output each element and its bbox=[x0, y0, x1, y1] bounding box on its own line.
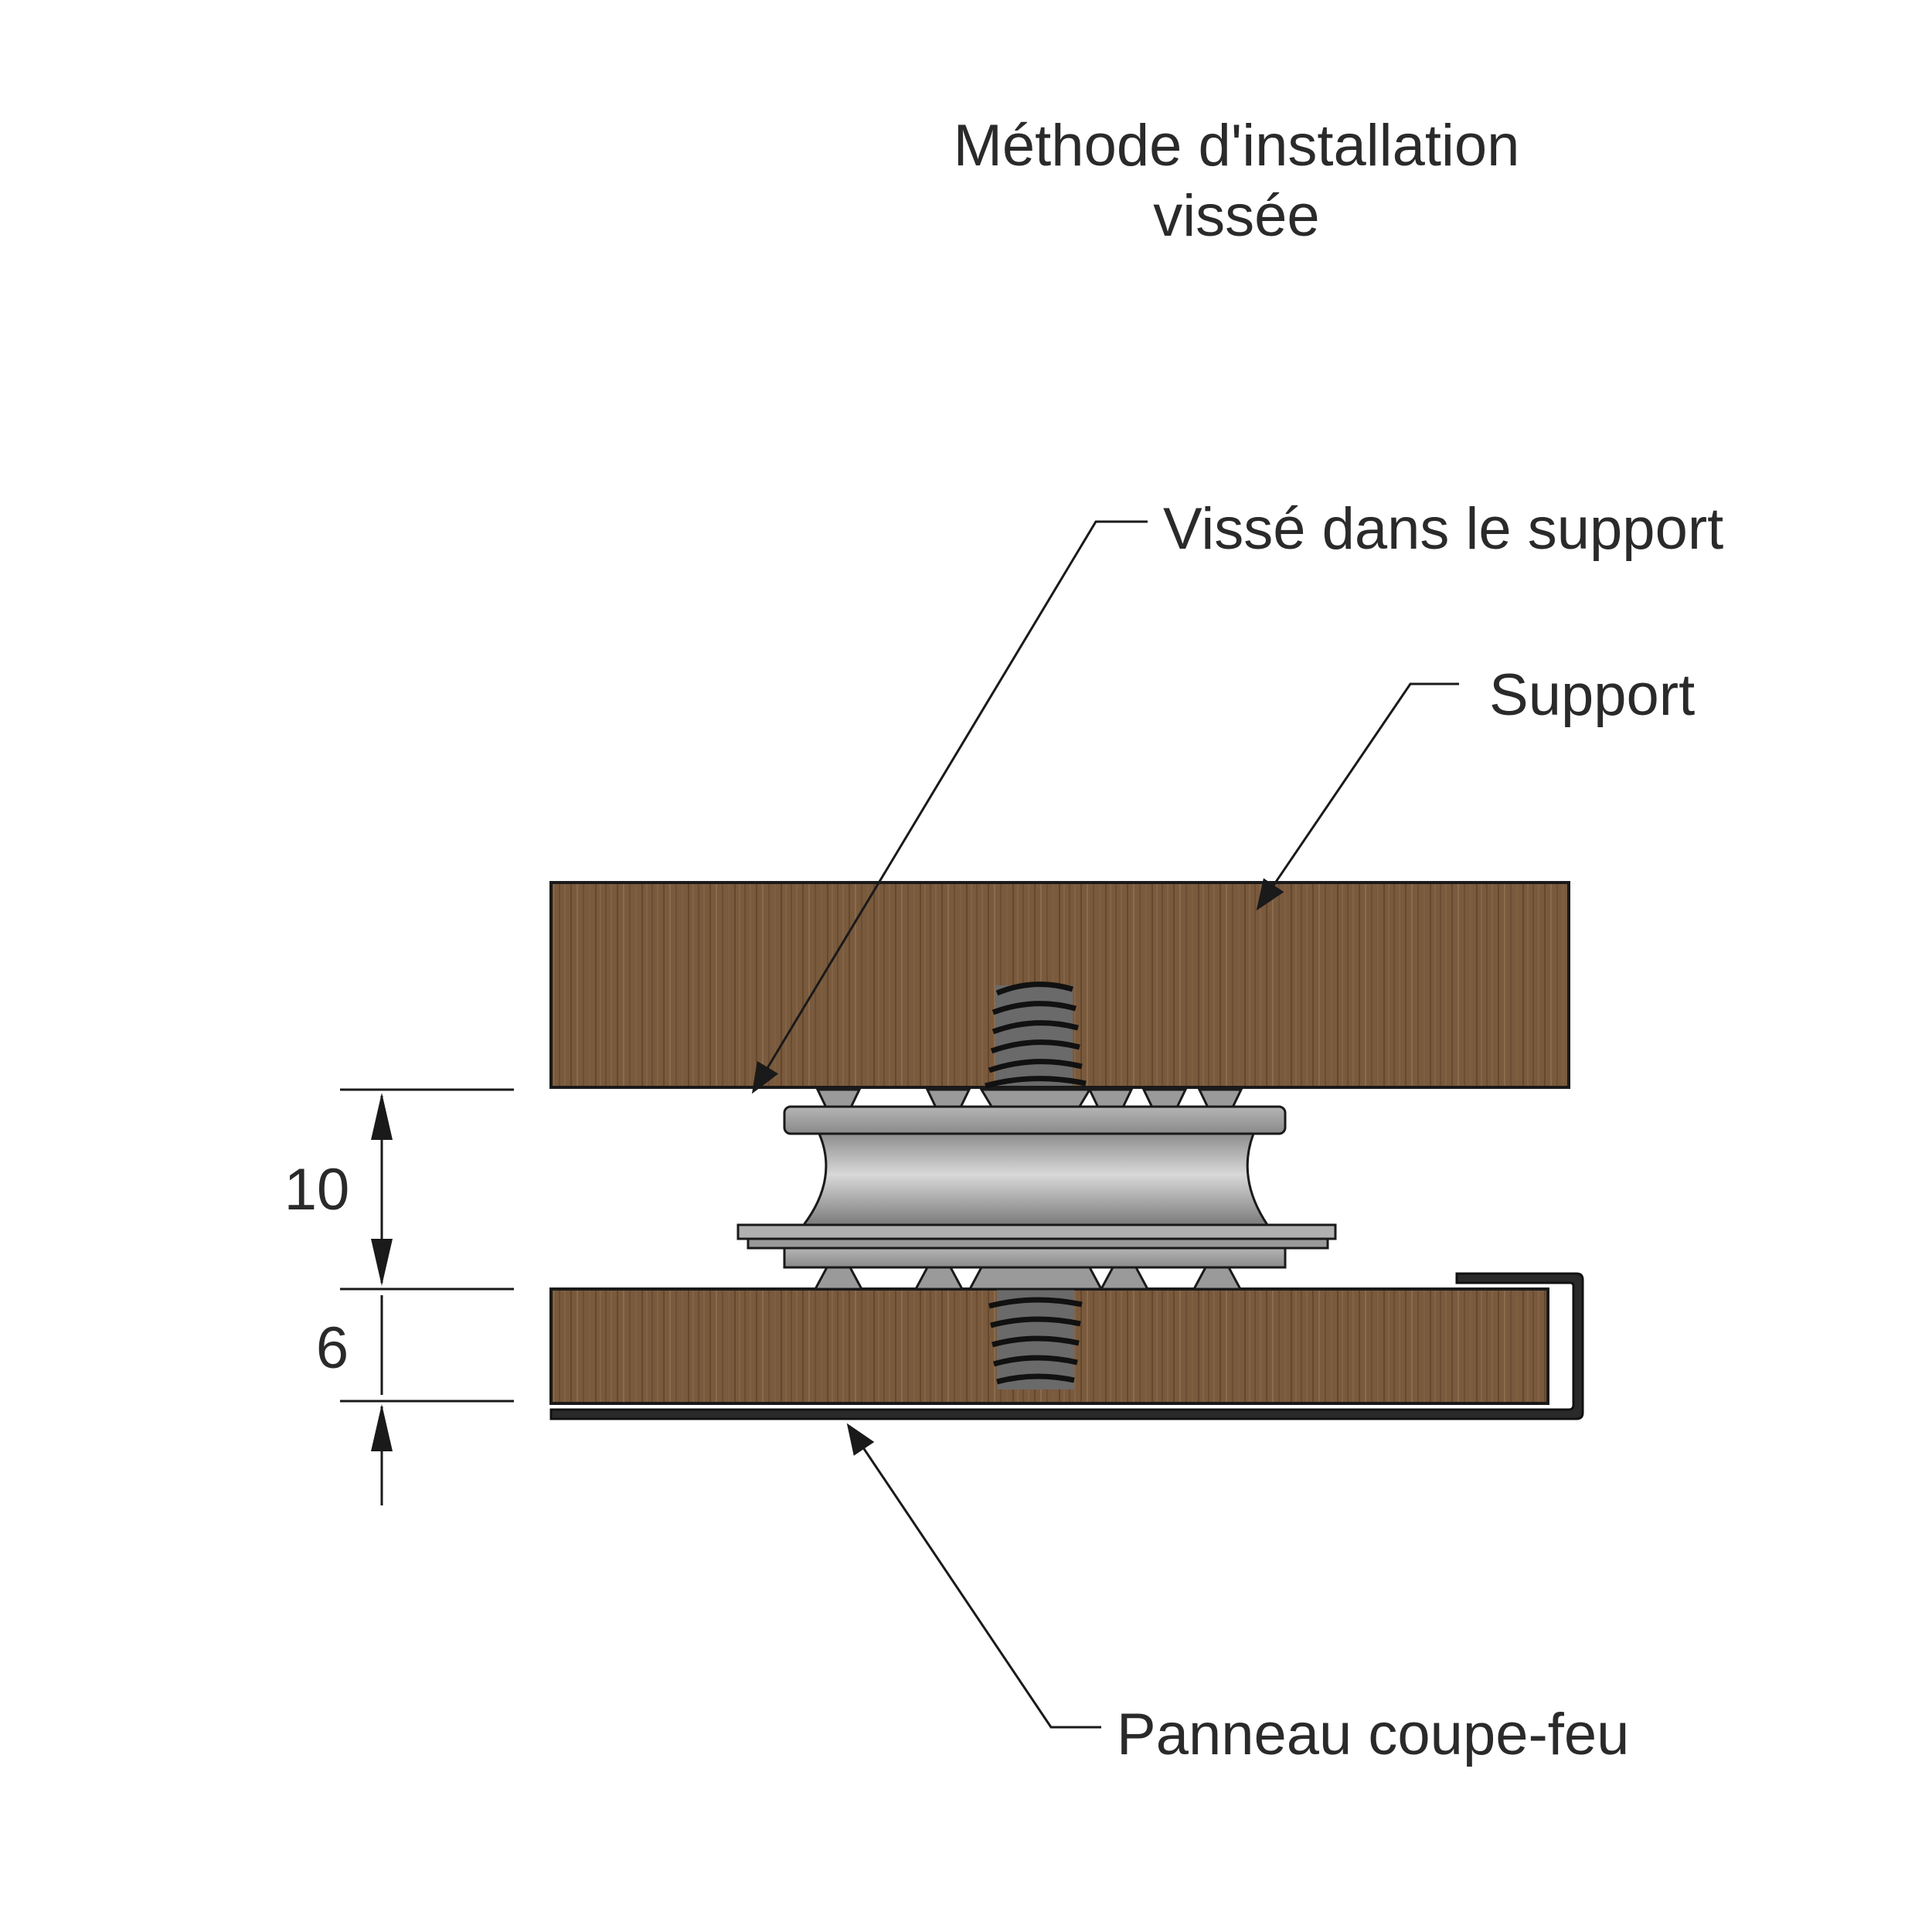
panel-metal-edge bbox=[549, 1272, 1584, 1420]
leader-support bbox=[1256, 682, 1459, 911]
leader-fire-panel bbox=[846, 1423, 1101, 1729]
dimension-lines bbox=[340, 1088, 514, 1505]
leader-screwed bbox=[751, 520, 1148, 1094]
spacer-fixing bbox=[736, 1088, 1337, 1291]
screw-thread-upper bbox=[985, 981, 1087, 1089]
diagram-title-line1: Méthode d'installation bbox=[954, 113, 1520, 179]
screw-thread-lower bbox=[988, 1289, 1083, 1389]
callout-fire-panel: Panneau coupe-feu bbox=[1117, 1702, 1629, 1767]
dimension-panel-thickness-label: 6 bbox=[316, 1315, 349, 1381]
callout-support: Support bbox=[1489, 662, 1695, 728]
dimension-arrows bbox=[371, 1093, 393, 1451]
diagram-title-line2: vissée bbox=[1153, 183, 1319, 249]
callout-screwed-into-support: Vissé dans le support bbox=[1163, 496, 1723, 562]
dimension-gap-label: 10 bbox=[284, 1157, 350, 1223]
